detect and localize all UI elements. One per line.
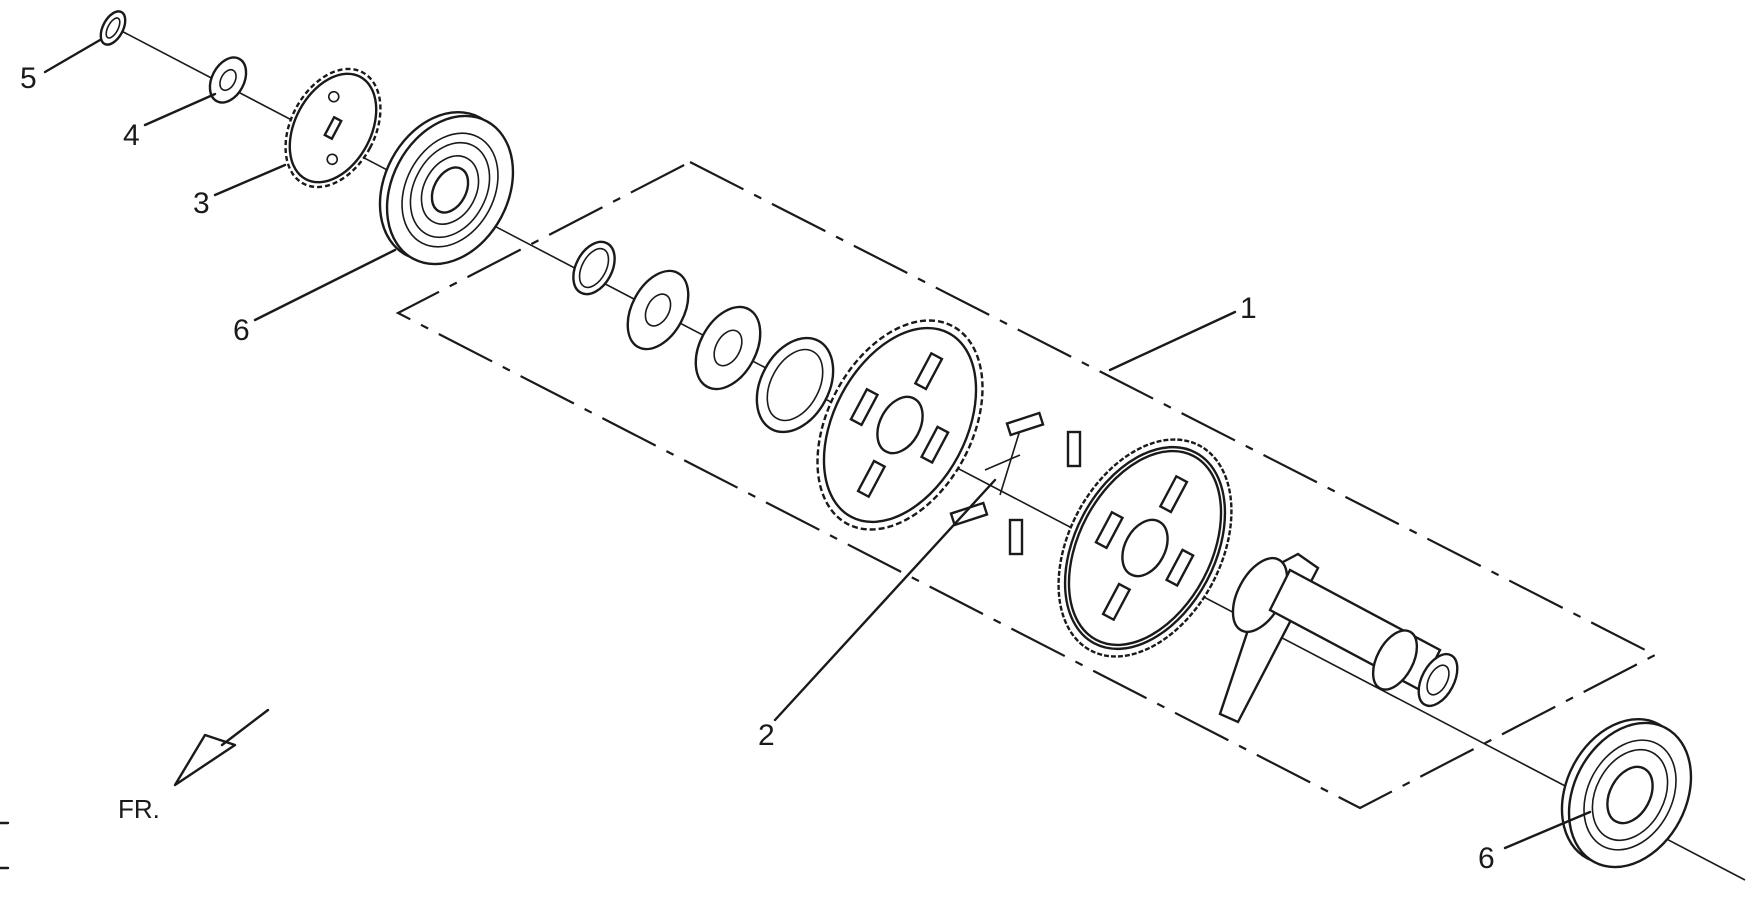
washer-b (694, 305, 762, 391)
callout-6-lower: 6 (1478, 842, 1495, 875)
springs (949, 411, 1082, 556)
part-6-bearing-lower (1560, 717, 1693, 869)
leader-6a (253, 248, 397, 322)
leader-2 (773, 478, 997, 722)
leader-5 (43, 38, 102, 74)
camshaft (1218, 552, 1459, 724)
callout-1: 1 (1240, 292, 1257, 325)
clip (572, 240, 616, 296)
direction-label: FR. (118, 794, 160, 824)
callout-5: 5 (20, 62, 37, 95)
washer-c (755, 336, 835, 434)
callout-3: 3 (193, 187, 210, 220)
part-4-washer (208, 56, 248, 104)
callout-2: 2 (758, 719, 775, 752)
callout-6-upper: 6 (233, 314, 250, 347)
leader-6b (1503, 810, 1592, 850)
part-6-bearing-upper (378, 110, 515, 266)
front-direction-arrow (173, 708, 270, 787)
part-5-snap-ring (99, 10, 127, 46)
part-3-sprocket (284, 67, 382, 189)
assembly-boundary (395, 160, 1658, 810)
leader-4 (143, 92, 217, 127)
washer-a (626, 269, 690, 351)
leader-3 (213, 163, 287, 197)
gear-large-front (816, 319, 984, 531)
leader-1 (1108, 310, 1237, 372)
gear-large-rear (1057, 438, 1233, 658)
callout-4: 4 (123, 119, 140, 152)
